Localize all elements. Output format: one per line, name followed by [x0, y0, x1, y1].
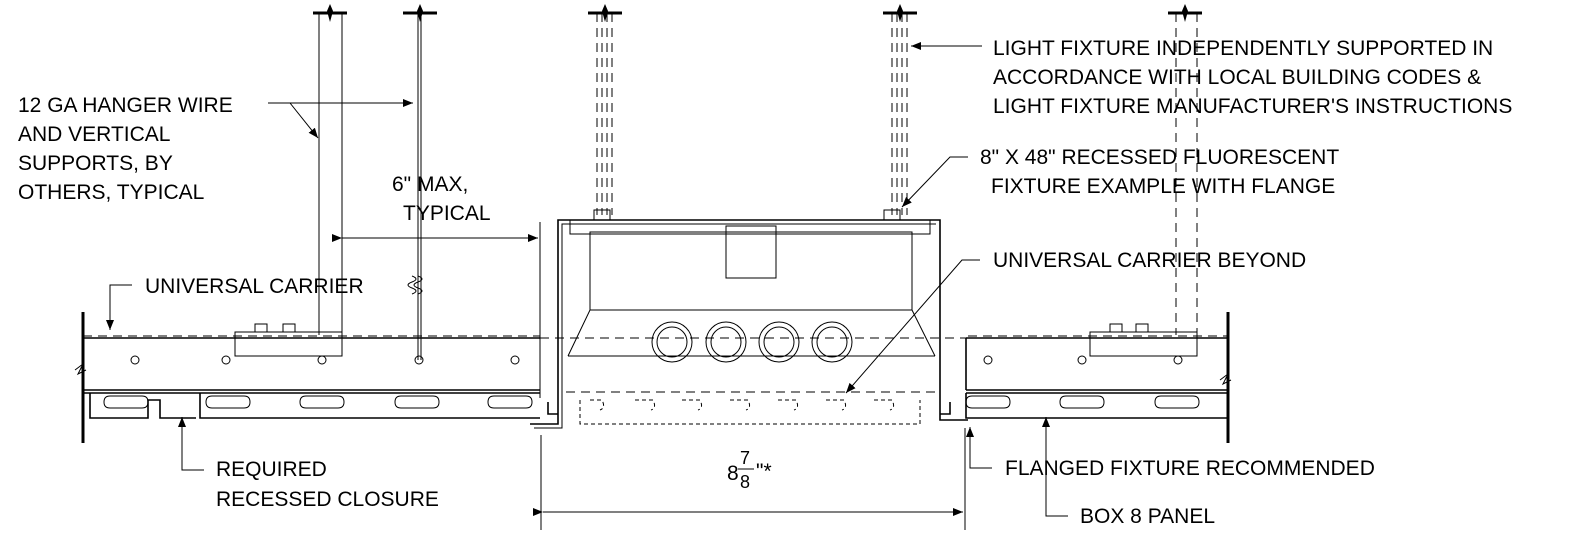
universal-carrier-label: UNIVERSAL CARRIER: [145, 275, 364, 298]
six-inch-max-dimension: [332, 222, 541, 398]
required-closure-label: REQUIRED RECESSED CLOSURE: [216, 458, 439, 511]
universal-carrier-beyond-label: UNIVERSAL CARRIER BEYOND: [993, 249, 1306, 272]
six-max-label-line-2: TYPICAL: [403, 202, 491, 225]
fixture-support-wires-right: [891, 13, 908, 215]
hanger-wire-label: 12 GA HANGER WIRE AND VERTICAL SUPPORTS,…: [18, 94, 233, 204]
required-closure-label-line-2: RECESSED CLOSURE: [216, 488, 439, 511]
required-closure-label-line-1: REQUIRED: [216, 458, 327, 481]
flanged-fixture-label: FLANGED FIXTURE RECOMMENDED: [1005, 457, 1375, 480]
hanger-wire-label-line-4: OTHERS, TYPICAL: [18, 181, 204, 204]
left-ceiling-assembly: [74, 312, 540, 443]
fixture-width-dimension: [533, 428, 966, 530]
light-fixture-support-label-line-2: ACCORDANCE WITH LOCAL BUILDING CODES &: [993, 66, 1481, 89]
box8-panel-label: BOX 8 PANEL: [1080, 505, 1215, 528]
dimension-numerator: 7: [740, 448, 750, 468]
dimension-whole: 8: [727, 462, 739, 485]
light-fixture-support-label-line-3: LIGHT FIXTURE MANUFACTURER'S INSTRUCTION…: [993, 95, 1512, 118]
vertical-support-left: [318, 13, 343, 335]
dimension-denominator: 8: [740, 472, 750, 492]
vertical-support-right: [1175, 13, 1198, 335]
recessed-fluorescent-fixture: [530, 209, 968, 429]
recessed-fixture-label-line-1: 8" X 48" RECESSED FLUORESCENT: [980, 146, 1339, 169]
fixture-width-dimension-label: 8 7 8 "*: [727, 448, 772, 492]
overhead-anchors: [311, 2, 1204, 24]
light-fixture-support-label: LIGHT FIXTURE INDEPENDENTLY SUPPORTED IN…: [993, 37, 1512, 118]
recessed-fixture-label-line-2: FIXTURE EXAMPLE WITH FLANGE: [991, 175, 1335, 198]
hanger-wire: [407, 13, 423, 360]
recessed-fixture-label: 8" X 48" RECESSED FLUORESCENT FIXTURE EX…: [980, 146, 1339, 198]
dimension-suffix: "*: [756, 460, 772, 483]
six-max-label: 6" MAX, TYPICAL: [392, 173, 491, 225]
six-max-label-line-1: 6" MAX,: [392, 173, 468, 196]
right-ceiling-assembly: [965, 312, 1232, 443]
hanger-wire-label-line-1: 12 GA HANGER WIRE: [18, 94, 233, 117]
leader-lines: [106, 42, 1068, 517]
light-fixture-support-label-line-1: LIGHT FIXTURE INDEPENDENTLY SUPPORTED IN: [993, 37, 1493, 60]
hanger-wire-label-line-3: SUPPORTS, BY: [18, 152, 173, 175]
hanger-wire-label-line-2: AND VERTICAL: [18, 123, 171, 146]
fixture-support-wires-left: [596, 13, 613, 215]
